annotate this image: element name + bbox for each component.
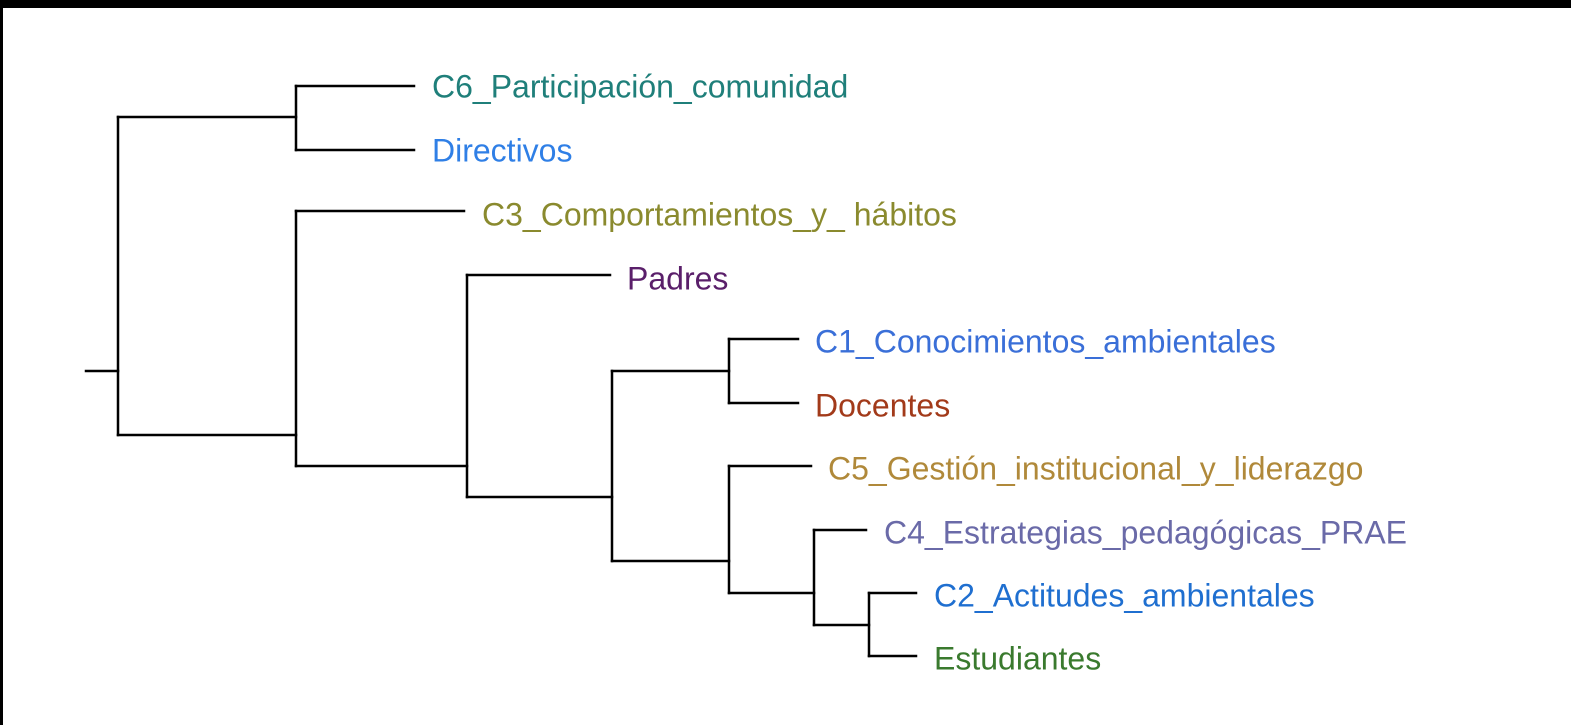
leaf-label-c4: C4_Estrategias_pedagógicas_PRAE (884, 514, 1407, 550)
dendrogram-leaf-labels: C6_Participación_comunidad Directivos C3… (432, 68, 1407, 676)
leaf-label-c1: C1_Conocimientos_ambientales (815, 323, 1276, 359)
leaf-label-c3: C3_Comportamientos_y_ hábitos (482, 196, 957, 232)
leaf-label-estudiantes: Estudiantes (934, 640, 1101, 676)
leaf-label-directivos: Directivos (432, 132, 572, 168)
leaf-label-padres: Padres (627, 260, 728, 296)
leaf-label-c2: C2_Actitudes_ambientales (934, 577, 1315, 613)
leaf-label-c5: C5_Gestión_institucional_y_liderazgo (828, 450, 1363, 486)
dendrogram-branches (84, 84, 918, 658)
leaf-label-docentes: Docentes (815, 387, 950, 423)
leaf-label-c6: C6_Participación_comunidad (432, 68, 848, 104)
